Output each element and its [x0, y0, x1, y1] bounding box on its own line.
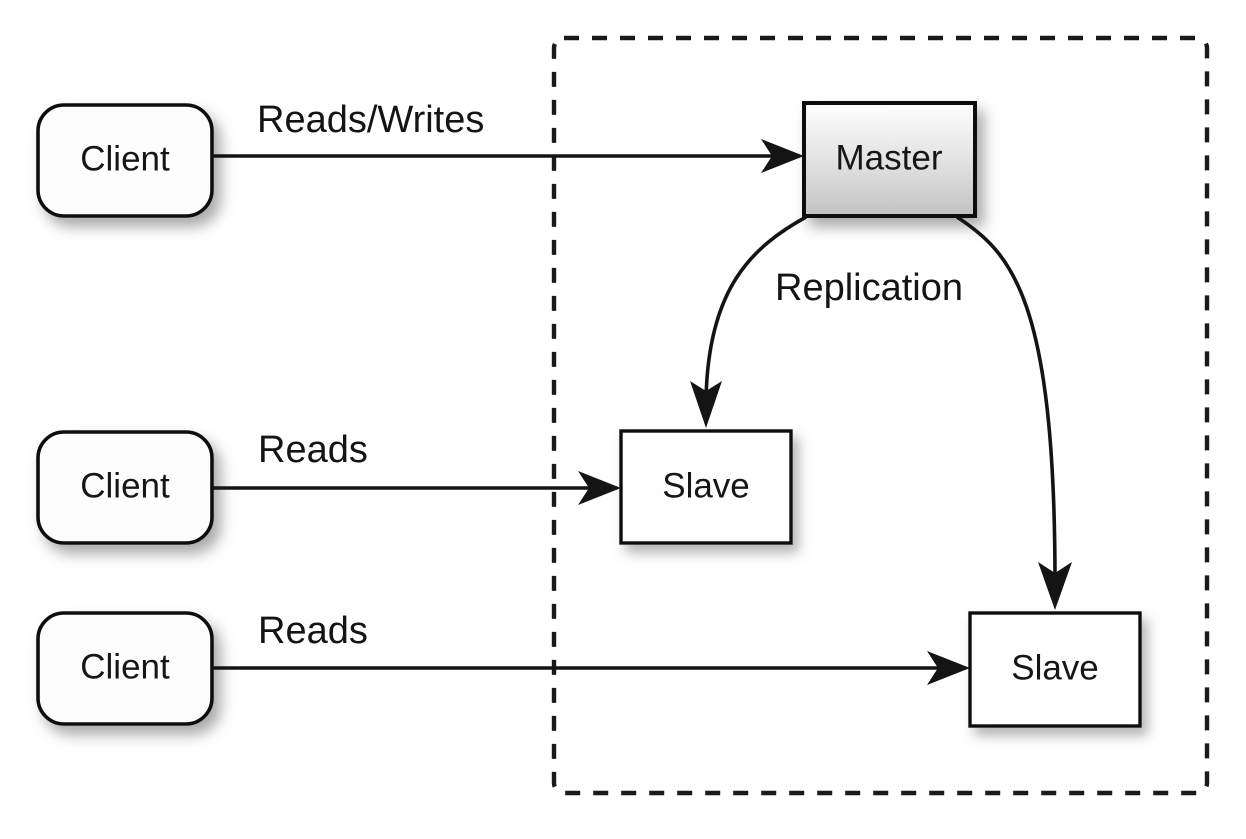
client-bottom-label: Client: [80, 647, 170, 686]
node-slave-lower[interactable]: Slave: [968, 611, 1142, 728]
master-label: Master: [836, 138, 943, 177]
edge-master-slave-upper: Replication: [690, 215, 963, 428]
arrowhead-into-slave-upper-from-client: [578, 471, 621, 505]
edge-client-top-master: Reads/Writes: [212, 99, 804, 173]
arrowhead-into-slave-lower: [1038, 562, 1072, 610]
node-client-top[interactable]: Client: [36, 103, 214, 218]
master-shape: [802, 101, 977, 218]
node-client-middle[interactable]: Client: [36, 430, 214, 545]
client-middle-label: Client: [80, 466, 170, 505]
edge-label-reads-bottom: Reads: [258, 610, 368, 652]
client-top-shape: [36, 103, 214, 218]
edge-master-slave-lower: [956, 215, 1072, 610]
edge-label-reads-middle: Reads: [258, 429, 368, 471]
edge-master-slave-upper-curve: [704, 215, 807, 401]
arrowhead-into-slave-upper: [690, 381, 722, 428]
edge-label-reads-writes: Reads/Writes: [257, 99, 484, 141]
arrowhead-into-master: [761, 139, 804, 173]
client-top-label: Client: [80, 139, 170, 178]
node-master[interactable]: Master: [802, 101, 977, 218]
node-slave-upper[interactable]: Slave: [619, 429, 793, 545]
slave-upper-shape: [619, 429, 793, 545]
edge-client-middle-slave-upper: Reads: [212, 429, 621, 505]
edge-label-replication: Replication: [775, 267, 963, 309]
edge-client-bottom-slave-lower: Reads: [212, 610, 970, 685]
arrowhead-into-slave-lower-from-client: [927, 651, 970, 685]
slave-lower-shape: [968, 611, 1142, 728]
edge-master-slave-lower-curve: [956, 215, 1057, 583]
database-cluster-boundary: [551, 35, 1210, 796]
slave-lower-label: Slave: [1011, 648, 1099, 687]
slave-upper-label: Slave: [662, 466, 750, 505]
node-client-bottom[interactable]: Client: [36, 611, 214, 726]
